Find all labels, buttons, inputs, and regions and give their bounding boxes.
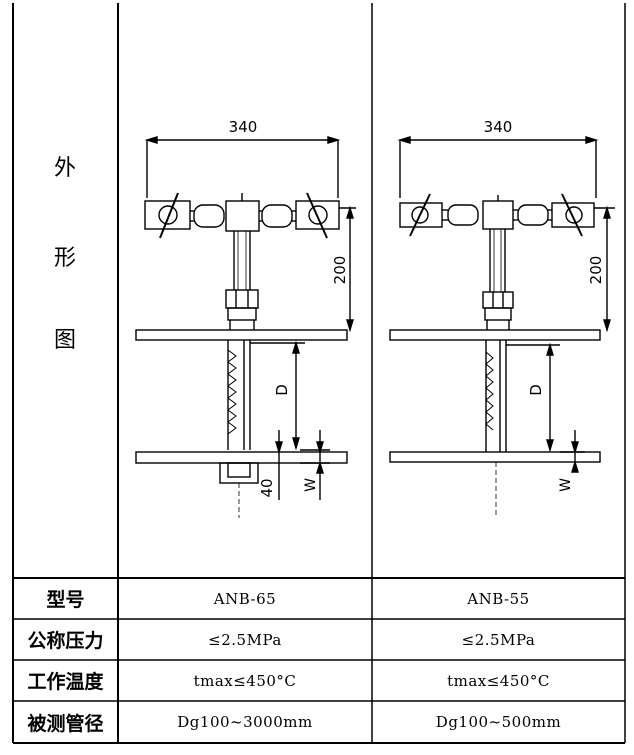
temperature-value-1: tmax≤450°C [193,671,297,690]
row-label-model: 型号 [46,589,85,611]
row-label-pipe-diameter: 被测管径 [27,712,104,735]
temperature-value-2: tmax≤450°C [447,671,550,690]
w-dim-label-1: W [303,478,319,492]
d-dim-label-1: D [273,384,291,396]
side-label-char-1: 外 [53,156,76,181]
width-dim-label-1: 340 [229,118,258,136]
outline-drawing-anb-55: 340 200 D W [389,118,615,518]
outline-drawing-anb-65: 340 200 D 40 W [135,118,356,518]
row-label-pressure: 公称压力 [27,630,104,652]
pressure-value-1: ≤2.5MPa [208,630,282,649]
pipe-diameter-value-2: Dg100~500mm [435,713,562,731]
side-label-char-3: 图 [53,328,76,353]
bottom-dim-label-1: 40 [258,478,276,497]
w-dim-label-2: W [558,478,574,492]
height-dim-label-1: 200 [331,256,349,285]
pipe-diameter-value-1: Dg100~3000mm [177,713,313,731]
row-label-temperature: 工作温度 [27,671,104,693]
height-dim-label-2: 200 [587,256,605,285]
model-value-2: ANB-55 [467,589,530,608]
d-dim-label-2: D [527,384,545,396]
pressure-value-2: ≤2.5MPa [461,630,536,649]
model-value-1: ANB-65 [213,589,277,608]
width-dim-label-2: 340 [484,118,513,136]
side-label-char-2: 形 [53,246,76,271]
